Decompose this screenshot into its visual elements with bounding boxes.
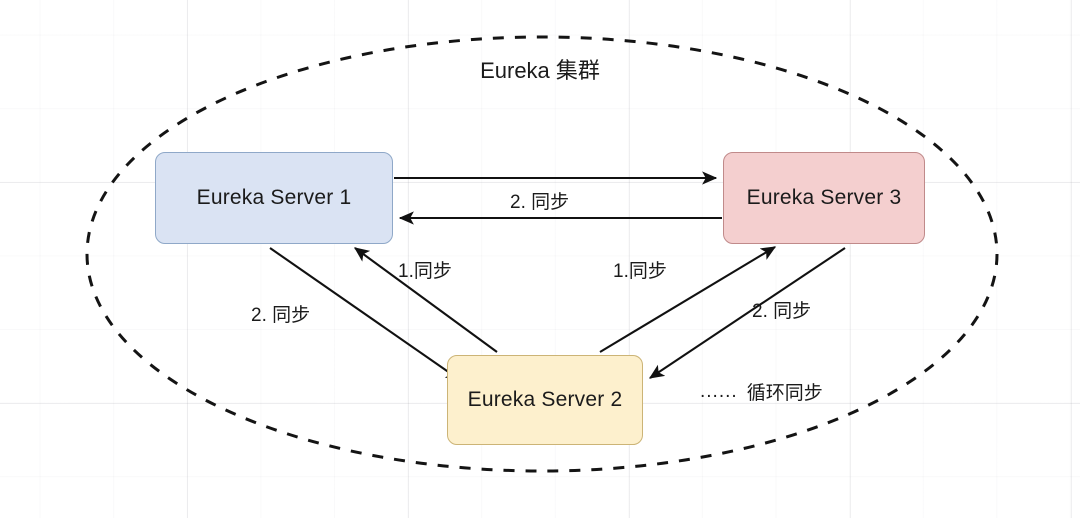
edge-server2-to-server1 (354, 247, 498, 353)
edge-server1-to-server2 (269, 247, 461, 381)
node-eureka-server-2[interactable]: Eureka Server 2 (447, 355, 643, 445)
edge-server2-to-server3 (599, 246, 777, 353)
node-label: Eureka Server 3 (746, 186, 902, 209)
cluster-boundary-ellipse (85, 35, 999, 473)
node-label: Eureka Server 1 (196, 186, 352, 209)
node-eureka-server-1[interactable]: Eureka Server 1 (155, 152, 393, 244)
dotted-line-icon: ...... (700, 380, 738, 402)
edge-label-server1-server2: 2. 同步 (251, 305, 311, 326)
node-label: Eureka Server 2 (467, 388, 623, 411)
diagram-title: Eureka 集群 (480, 58, 600, 83)
node-eureka-server-3[interactable]: Eureka Server 3 (723, 152, 925, 244)
edge-label-server1-server3: 2. 同步 (510, 192, 570, 213)
edge-label-server2-server3: 1.同步 (613, 261, 667, 282)
edge-label-server3-server2: 2. 同步 (752, 301, 812, 322)
edge-label-server2-server1: 1.同步 (398, 261, 452, 282)
edge-server3-to-server2 (648, 247, 846, 379)
legend-label: 循环同步 (746, 383, 823, 404)
legend-cyclic-sync: ...... 循环同步 (700, 378, 823, 405)
